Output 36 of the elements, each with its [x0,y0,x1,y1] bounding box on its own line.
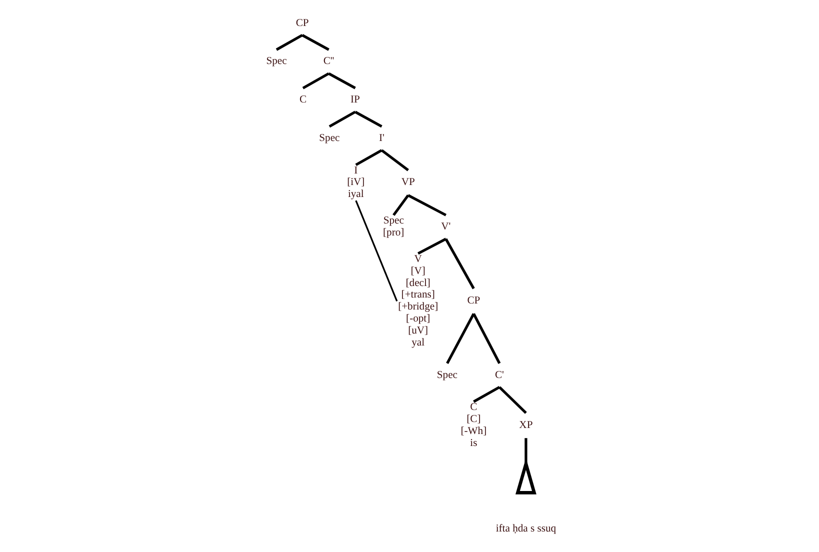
connector [380,149,408,172]
node-text: C'' [322,56,334,68]
connector [472,386,500,403]
connector [354,110,382,128]
node-text: Spec [266,56,286,68]
connector [407,194,446,216]
node-label: ifta ḥda s ssuq [495,523,556,534]
node-text: V' [440,222,450,233]
connector [392,194,409,216]
node-text: C' [494,370,504,381]
node-text: Spec [318,132,340,144]
node-text: VP [400,177,414,188]
connector [446,313,474,364]
node-text: Spec [pro] [382,216,404,239]
connector [328,110,356,128]
node-text: I' [378,132,384,144]
connector [444,238,474,290]
connector [498,386,526,414]
connector [302,72,329,90]
node-text: C [298,94,306,106]
connector [524,438,527,464]
connector [472,313,500,364]
node-text: CP [295,18,308,29]
connector [328,72,356,90]
node-text: XP [518,420,532,432]
node-text: Spec [436,370,457,381]
connector [417,238,446,255]
node-text: C [C] [-Wh] is [460,402,486,449]
node-text: I [iV] iyal [346,165,364,200]
node-text: V [V] [decl] [+trans] [+bridge] [-opt] [uV] yal [398,254,438,348]
connector [275,34,302,51]
connector [301,34,329,51]
node-text: IP [350,94,360,106]
connector [354,149,382,166]
connector [354,200,398,302]
node-text: CP [466,296,480,307]
